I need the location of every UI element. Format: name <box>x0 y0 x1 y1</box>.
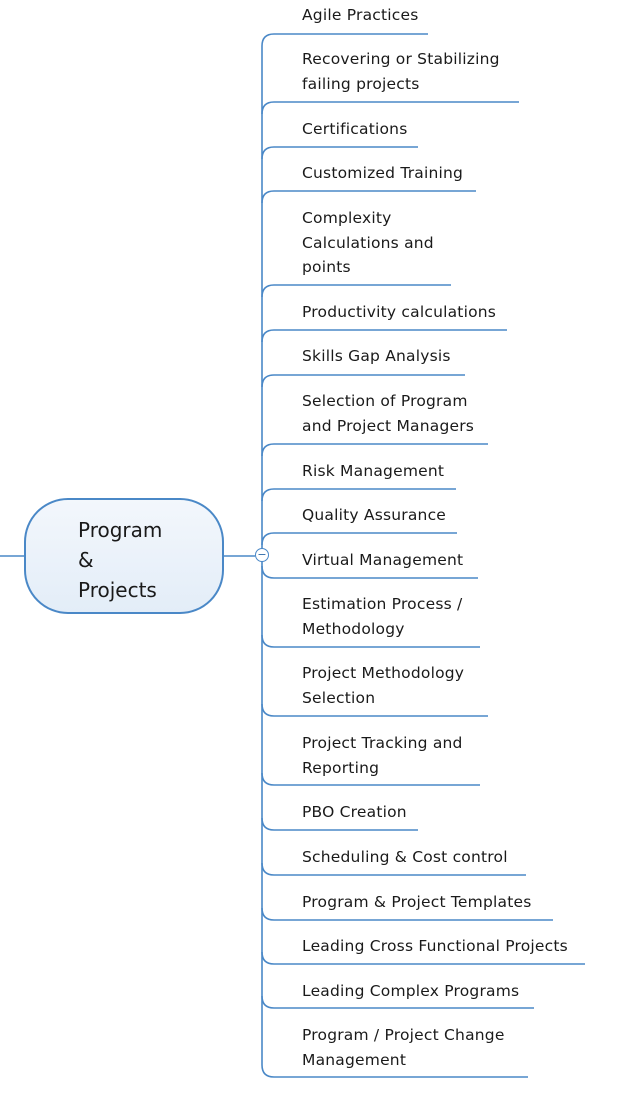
subtopic-node[interactable]: Risk Management <box>302 462 445 480</box>
subtopic-branch-connector <box>261 817 418 831</box>
subtopic-branch-connector <box>261 1064 528 1078</box>
subtopic-branch-connector <box>261 190 476 204</box>
subtopic-branch-connector <box>261 995 534 1009</box>
subtopic-node[interactable]: Productivity calculations <box>302 303 497 321</box>
subtopic-node[interactable]: Leading Cross Functional Projects <box>302 937 568 955</box>
subtopic-node[interactable]: Program & Project Templates <box>302 893 532 911</box>
subtopic-node[interactable]: Skills Gap Analysis <box>302 347 451 365</box>
subtopic-node[interactable]: Project Methodology Selection <box>302 664 465 707</box>
subtopic-node[interactable]: Selection of Program and Project Manager… <box>302 392 475 435</box>
collapse-toggle-button[interactable]: − <box>255 548 269 562</box>
subtopic-node[interactable]: Estimation Process / Methodology <box>302 595 463 638</box>
subtopic-node[interactable]: Scheduling & Cost control <box>302 848 508 866</box>
subtopic-branch-connector <box>261 329 507 343</box>
subtopic-branch-connector <box>261 907 553 921</box>
subtopic-branch-connector <box>261 101 519 115</box>
subtopic-branch-connector <box>261 634 480 648</box>
subtopic-node[interactable]: Project Tracking and Reporting <box>302 734 463 777</box>
subtopic-node[interactable]: Virtual Management <box>302 551 464 569</box>
subtopic-node[interactable]: Quality Assurance <box>302 506 447 524</box>
central-topic-node[interactable]: Program & Projects <box>24 498 224 614</box>
subtopic-branch-connector <box>261 33 428 47</box>
subtopic-branch-connector <box>261 772 480 786</box>
subtopic-branch-connector <box>261 488 456 502</box>
subtopic-node[interactable]: Program / Project Change Management <box>302 1026 505 1069</box>
central-topic-label: Program & Projects <box>78 518 163 602</box>
subtopic-node[interactable]: Agile Practices <box>302 6 419 24</box>
subtopic-branch-connector <box>261 862 526 876</box>
subtopic-branch-connector <box>261 443 488 457</box>
subtopic-node[interactable]: Complexity Calculations and points <box>302 209 434 276</box>
subtopic-branch-connector <box>261 951 585 965</box>
subtopic-branch-connector <box>261 374 465 388</box>
subtopic-branch-connector <box>261 284 451 298</box>
subtopic-node[interactable]: PBO Creation <box>302 803 407 821</box>
subtopic-branch-connector <box>261 565 478 579</box>
subtopic-node[interactable]: Leading Complex Programs <box>302 982 520 1000</box>
subtopic-branch-connector <box>261 146 418 160</box>
subtopic-node[interactable]: Customized Training <box>302 164 464 182</box>
subtopic-branch-connector <box>261 703 488 717</box>
subtopic-node[interactable]: Certifications <box>302 120 408 138</box>
subtopic-node[interactable]: Recovering or Stabilizing failing projec… <box>302 50 500 93</box>
subtopic-branch-connector <box>261 532 457 546</box>
